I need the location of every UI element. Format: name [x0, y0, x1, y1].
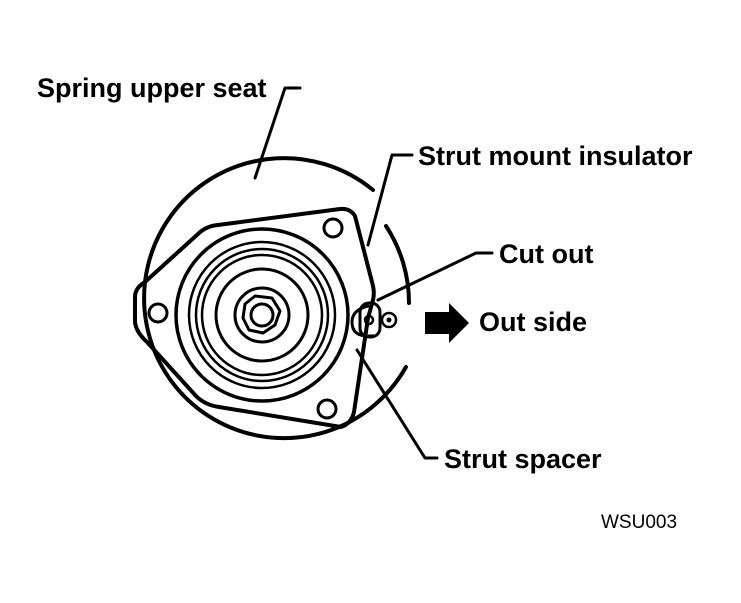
mount-hole-top [322, 217, 344, 239]
seat-ring-5 [214, 267, 310, 363]
strut-mount-insulator-plate [133, 206, 376, 429]
leader-strut-spacer [355, 348, 439, 460]
mount-hole-left [147, 302, 169, 324]
strut-spacer-hole [363, 314, 375, 326]
label-spring-upper-seat: Spring upper seat [37, 73, 267, 103]
seat-ring-3 [194, 247, 330, 383]
seat-ring-outer [174, 227, 350, 403]
spacer-bolt-outer [380, 311, 398, 329]
arrow-right-icon [425, 303, 469, 343]
spring-upper-seat-outline-right [384, 224, 412, 305]
spacer-bolt-inner [386, 317, 392, 323]
label-cut-out: Cut out [499, 239, 593, 269]
label-strut-spacer: Strut spacer [444, 444, 602, 474]
seat-ring-4 [200, 253, 324, 377]
strut-spacer-body [358, 301, 382, 339]
figure-code: WSU003 [601, 512, 677, 533]
label-out-side: Out side [479, 307, 587, 337]
hex-nut-icon [241, 294, 282, 335]
leader-cut-out [376, 251, 494, 302]
seat-ring-inner [233, 286, 291, 344]
mount-hole-bottom [316, 398, 338, 420]
leader-spring-upper-seat [253, 86, 302, 180]
label-strut-mount-insulator: Strut mount insulator [418, 141, 693, 171]
spring-upper-seat-outline [142, 156, 408, 441]
nut-bore [249, 302, 275, 328]
leader-strut-mount-insulator [366, 153, 414, 247]
seat-ring-2 [187, 240, 337, 390]
